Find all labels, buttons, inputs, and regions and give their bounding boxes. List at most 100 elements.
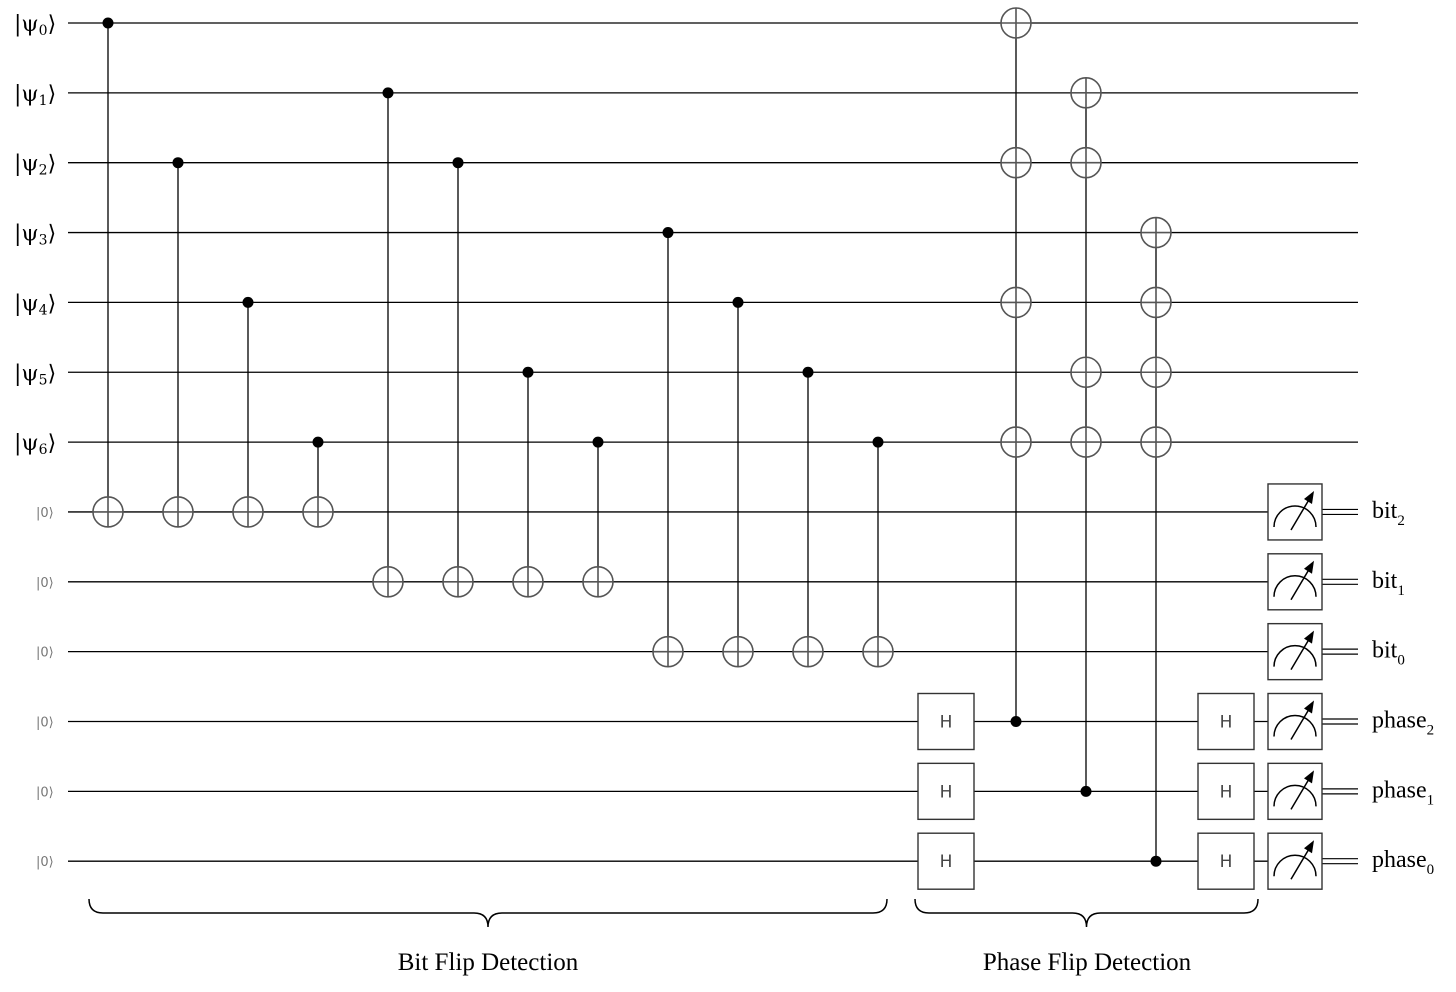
meter-box bbox=[1267, 692, 1323, 751]
cnot-target bbox=[1000, 7, 1032, 39]
ket-close: ⟩ bbox=[48, 152, 57, 177]
meter-box bbox=[1267, 483, 1323, 541]
cnot-target bbox=[582, 565, 614, 598]
control-dot bbox=[312, 436, 324, 448]
measurement-gate bbox=[1267, 762, 1323, 821]
meter-box bbox=[1267, 622, 1323, 681]
cnot-target bbox=[1140, 356, 1172, 389]
cnot-target bbox=[372, 565, 404, 598]
h-gate bbox=[917, 832, 975, 890]
measurement-output-label: phase2 bbox=[1372, 708, 1434, 739]
control-dot bbox=[1150, 855, 1162, 867]
measurement-gate bbox=[1267, 553, 1323, 611]
h-gate bbox=[1197, 762, 1255, 821]
meter-arrowhead bbox=[1304, 560, 1314, 574]
output-subscript: 1 bbox=[1427, 792, 1435, 808]
cnot-target bbox=[1140, 426, 1172, 458]
meter-arrowhead bbox=[1304, 490, 1314, 504]
ket-open: |ψ bbox=[14, 291, 39, 316]
ket-close: ⟩ bbox=[48, 361, 57, 386]
cnot-target bbox=[1070, 146, 1102, 179]
meter-needle bbox=[1290, 707, 1311, 740]
ket-open: |ψ bbox=[14, 82, 39, 107]
meter-icon bbox=[1273, 854, 1317, 877]
cnot-target bbox=[652, 635, 684, 668]
phase-flip-section-label: Phase Flip Detection bbox=[983, 949, 1192, 976]
measurement-gate bbox=[1267, 622, 1323, 681]
output-name: phase bbox=[1372, 777, 1427, 803]
meter-needle bbox=[1290, 497, 1311, 531]
meter-arrowhead bbox=[1304, 840, 1314, 854]
cnot-target bbox=[92, 496, 124, 528]
measurement-output-label: bit1 bbox=[1372, 568, 1405, 599]
cnot-target bbox=[512, 565, 544, 598]
qubit-label: |ψ5⟩ bbox=[14, 361, 56, 388]
control-dot bbox=[1080, 785, 1092, 797]
cnot-target bbox=[862, 635, 894, 668]
output-subscript: 0 bbox=[1427, 862, 1435, 878]
control-dot bbox=[732, 296, 744, 308]
meter-icon bbox=[1273, 644, 1317, 667]
ancilla-init-label: |0⟩ bbox=[36, 716, 54, 731]
output-name: bit bbox=[1372, 638, 1398, 664]
control-dot bbox=[102, 17, 114, 29]
meter-needle bbox=[1290, 846, 1311, 880]
ket-close: ⟩ bbox=[48, 291, 57, 316]
ket-open: |ψ bbox=[14, 431, 39, 456]
control-dot bbox=[522, 366, 534, 378]
meter-icon bbox=[1273, 714, 1317, 737]
control-dot bbox=[802, 366, 814, 378]
meter-arrowhead bbox=[1304, 700, 1314, 714]
qubit-label: |ψ2⟩ bbox=[14, 152, 56, 179]
bit-flip-section-label: Bit Flip Detection bbox=[398, 949, 579, 976]
measurement-gate bbox=[1267, 832, 1323, 890]
ket-subscript: 6 bbox=[39, 442, 48, 458]
ket-subscript: 2 bbox=[39, 163, 48, 179]
h-gate-label: H bbox=[940, 782, 953, 802]
ket-close: ⟩ bbox=[48, 222, 57, 247]
output-name: bit bbox=[1372, 498, 1398, 524]
ancilla-init-label: |0⟩ bbox=[36, 855, 54, 870]
cnot-target bbox=[162, 496, 194, 528]
h-gate-label: H bbox=[1220, 782, 1233, 802]
control-dot bbox=[1010, 716, 1022, 727]
control-dot bbox=[662, 227, 674, 239]
ket-open: |ψ bbox=[14, 12, 39, 37]
section-brace bbox=[914, 898, 1259, 928]
control-dot bbox=[592, 436, 604, 448]
control-dot bbox=[872, 436, 884, 448]
cnot-target bbox=[1140, 286, 1172, 319]
cnot-target bbox=[792, 635, 824, 668]
ket-subscript: 1 bbox=[39, 93, 48, 109]
meter-box bbox=[1267, 553, 1323, 611]
meter-arrowhead bbox=[1304, 630, 1314, 644]
h-gate bbox=[917, 762, 975, 821]
meter-icon bbox=[1273, 505, 1317, 527]
output-name: phase bbox=[1372, 847, 1427, 873]
cnot-target bbox=[1000, 426, 1032, 458]
meter-arrowhead bbox=[1304, 770, 1314, 784]
control-dot bbox=[452, 157, 464, 169]
output-subscript: 2 bbox=[1397, 513, 1405, 529]
qubit-label: |ψ6⟩ bbox=[14, 431, 56, 458]
cnot-target bbox=[232, 496, 264, 528]
meter-needle bbox=[1290, 637, 1311, 671]
ket-close: ⟩ bbox=[48, 431, 57, 456]
cnot-target bbox=[1070, 77, 1102, 109]
ancilla-init-label: |0⟩ bbox=[36, 506, 54, 521]
ket-open: |ψ bbox=[14, 222, 39, 247]
measurement-gate bbox=[1267, 692, 1323, 751]
cnot-target bbox=[1070, 426, 1102, 458]
measurement-output-label: phase0 bbox=[1372, 847, 1434, 878]
ancilla-init-label: |0⟩ bbox=[36, 785, 54, 800]
h-gate bbox=[917, 692, 975, 751]
measurement-output-label: bit2 bbox=[1372, 498, 1405, 529]
ancilla-init-label: |0⟩ bbox=[36, 646, 54, 661]
output-subscript: 0 bbox=[1397, 653, 1405, 669]
meter-needle bbox=[1290, 567, 1311, 601]
qubit-label: |ψ3⟩ bbox=[14, 222, 56, 249]
ket-subscript: 3 bbox=[39, 233, 48, 249]
cnot-target bbox=[1070, 356, 1102, 389]
measurement-output-label: phase1 bbox=[1372, 777, 1434, 808]
control-dot bbox=[382, 87, 394, 99]
